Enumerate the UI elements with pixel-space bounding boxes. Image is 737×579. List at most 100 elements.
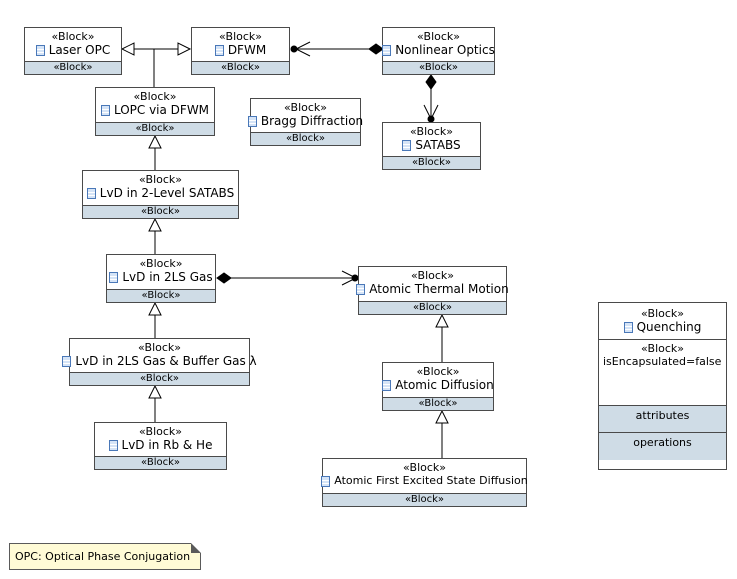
block-stereotype: «Block» <box>138 173 183 186</box>
block-lopc-via-dfwm[interactable]: «Block» LOPC via DFWM «Block» <box>95 87 215 136</box>
block-icon <box>382 379 392 391</box>
block-satabs[interactable]: «Block» SATABS «Block» <box>382 122 481 170</box>
block-stereotype: «Block» <box>218 30 263 43</box>
block-stereotype: «Block» <box>402 461 447 474</box>
block-lvd-rb-he[interactable]: «Block» LvD in Rb & He «Block» <box>94 422 227 470</box>
block-bragg-diffraction[interactable]: «Block» Bragg Diffraction «Block» <box>247 98 364 146</box>
block-footer: «Block» <box>95 456 226 469</box>
block-stereotype: «Block» <box>137 341 182 354</box>
generalization-arrowhead <box>120 42 135 56</box>
block-footer: «Block» <box>107 289 215 302</box>
block-icon <box>62 355 72 367</box>
navigable-arrow <box>294 41 311 57</box>
generalization-arrowhead <box>148 217 162 232</box>
note-text: OPC: Optical Phase Conjugation <box>15 550 191 563</box>
block-footer: «Block» <box>25 61 121 74</box>
block-footer: «Block» <box>383 397 493 410</box>
block-name: LOPC via DFWM <box>96 103 214 117</box>
operations-label: operations <box>633 436 692 449</box>
block-icon <box>247 115 257 127</box>
block-stereotype: «Block» <box>138 425 183 438</box>
block-stereotype: «Block» <box>409 125 454 138</box>
block-name-label: Bragg Diffraction <box>260 114 364 128</box>
block-name: Nonlinear Optics <box>382 43 495 57</box>
block-atomic-first-excited-state-diffusion[interactable]: «Block» Atomic First Excited State Diffu… <box>321 458 528 507</box>
block-atomic-thermal-motion[interactable]: «Block» Atomic Thermal Motion «Block» <box>356 266 509 315</box>
block-stereotype: «Block» <box>51 30 95 43</box>
block-lvd-2level-satabs[interactable]: «Block» LvD in 2-Level SATABS «Block» <box>82 170 239 219</box>
navigable-arrow <box>423 104 439 121</box>
block-name: Atomic Thermal Motion <box>356 282 509 296</box>
operations-compartment: operations <box>599 432 726 460</box>
block-footer: «Block» <box>323 493 526 506</box>
block-name: LvD in 2LS Gas <box>107 270 215 284</box>
generalization-arrowhead <box>435 409 449 424</box>
block-name: Atomic First Excited State Diffusion <box>321 474 528 488</box>
block-atomic-diffusion[interactable]: «Block» Atomic Diffusion «Block» <box>382 362 494 411</box>
association-end-dot <box>290 45 298 53</box>
block-stereotype: «Block» <box>139 257 183 270</box>
block-name-label: Atomic Thermal Motion <box>369 282 509 296</box>
attributes-label: attributes <box>635 409 690 422</box>
block-footer: «Block» <box>383 156 480 169</box>
block-name: LvD in 2LS Gas & Buffer Gas λ <box>62 354 257 368</box>
block-footer: «Block» <box>192 61 289 74</box>
block-name: Quenching <box>599 320 726 334</box>
block-name: Atomic Diffusion <box>382 378 494 392</box>
generalization-arrowhead <box>435 313 449 328</box>
navigable-arrow <box>341 270 358 286</box>
block-stereotype: «Block» <box>410 269 455 282</box>
block-footer: «Block» <box>383 61 494 74</box>
block-quenching[interactable]: «Block» Quenching «Block» isEncapsulated… <box>598 302 727 470</box>
block-name-label: LvD in Rb & He <box>121 438 213 452</box>
block-footer: «Block» <box>83 205 238 218</box>
block-footer: «Block» <box>251 132 360 145</box>
block-name-label: DFWM <box>227 43 267 57</box>
block-stereotype: «Block» <box>640 307 685 320</box>
block-stereotype: «Block» <box>283 101 328 114</box>
block-icon <box>108 439 118 451</box>
block-lvd-2ls-gas[interactable]: «Block» LvD in 2LS Gas «Block» <box>106 254 216 303</box>
note-opc[interactable]: OPC: Optical Phase Conjugation <box>9 543 201 570</box>
block-footer: «Block» <box>359 301 506 314</box>
block-name-label: LOPC via DFWM <box>113 103 210 117</box>
generalization-lopc-to-laser-opc <box>134 48 155 87</box>
block-laser-opc[interactable]: «Block» Laser OPC «Block» <box>24 27 122 75</box>
property-compartment: «Block» isEncapsulated=false <box>599 339 726 406</box>
block-name-label: Atomic First Excited State Diffusion <box>334 474 528 487</box>
block-icon <box>623 321 633 333</box>
block-dfwm[interactable]: «Block» DFWM «Block» <box>191 27 290 75</box>
block-lvd-2ls-buffer-gas[interactable]: «Block» LvD in 2LS Gas & Buffer Gas λ «B… <box>62 338 257 386</box>
composition-diamond <box>368 43 384 55</box>
block-name: Laser OPC <box>25 43 121 57</box>
block-name-label: LvD in 2LS Gas & Buffer Gas λ <box>75 354 257 368</box>
block-stereotype: «Block» <box>416 365 460 378</box>
block-name-label: LvD in 2-Level SATABS <box>99 186 235 200</box>
block-icon <box>100 104 110 116</box>
block-icon <box>402 139 412 151</box>
block-stereotype: «Block» <box>416 30 461 43</box>
block-icon <box>356 283 366 295</box>
block-icon <box>86 187 96 199</box>
block-nonlinear-optics[interactable]: «Block» Nonlinear Optics «Block» <box>382 27 495 75</box>
property-stereotype: «Block» <box>640 342 685 355</box>
block-name: DFWM <box>192 43 289 57</box>
block-icon <box>382 44 392 56</box>
block-name-label: Atomic Diffusion <box>395 378 494 392</box>
block-icon <box>214 44 224 56</box>
generalization-arrowhead <box>148 134 162 149</box>
block-stereotype: «Block» <box>133 90 177 103</box>
block-name: SATABS <box>383 138 480 152</box>
composition-diamond <box>425 74 437 90</box>
block-name-label: Nonlinear Optics <box>395 43 495 57</box>
generalization-arrowhead <box>148 301 162 316</box>
generalization-arrowhead <box>148 384 162 399</box>
block-name: Bragg Diffraction <box>247 114 364 128</box>
block-name-label: Laser OPC <box>48 43 111 57</box>
block-name-label: LvD in 2LS Gas <box>122 270 213 284</box>
block-name: LvD in 2-Level SATABS <box>83 186 238 200</box>
composition-diamond <box>216 272 232 284</box>
block-name: LvD in Rb & He <box>95 438 226 452</box>
block-icon <box>109 271 119 283</box>
block-name-label: Quenching <box>636 320 702 334</box>
